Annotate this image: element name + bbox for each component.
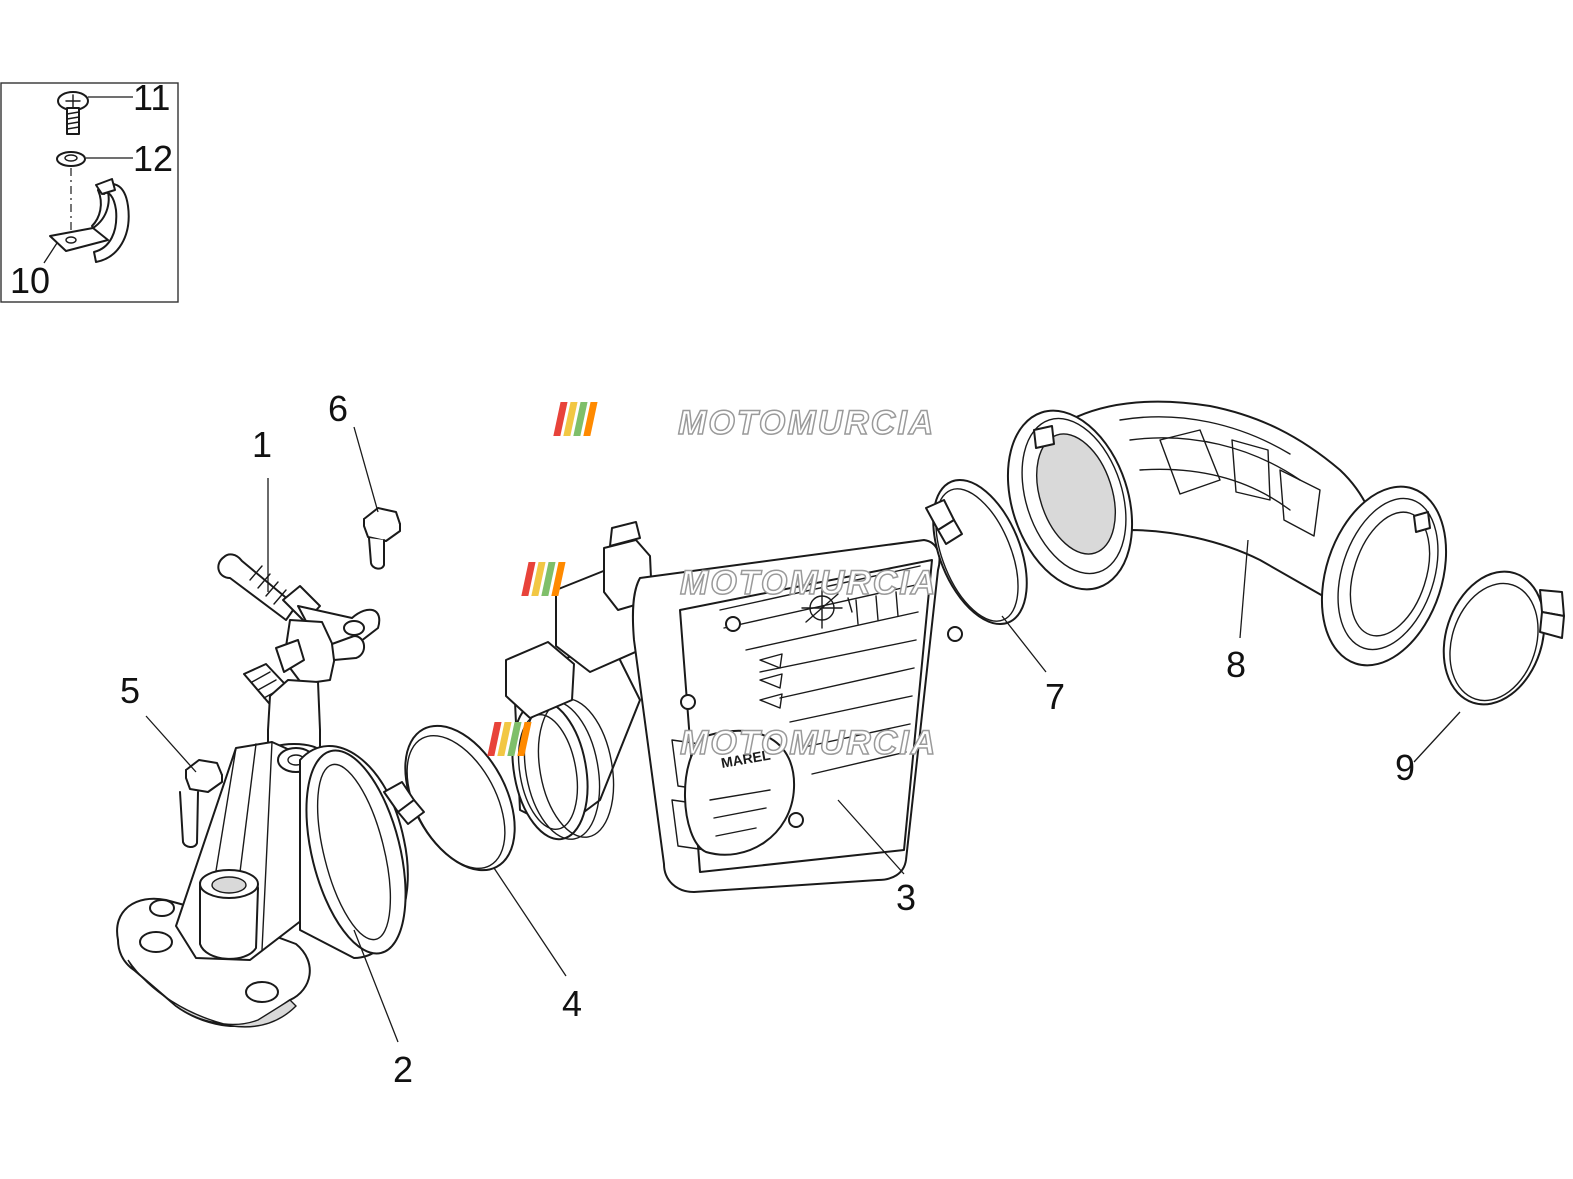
throttle-body-part: MAREL — [505, 521, 963, 893]
bracket-part — [49, 178, 130, 263]
leader-6 — [353, 426, 379, 513]
callout-7: 7 — [1045, 676, 1065, 717]
callout-12: 12 — [133, 138, 173, 179]
watermark-stripe — [541, 562, 556, 596]
watermark-stripe — [497, 722, 512, 756]
callout-6: 6 — [328, 388, 348, 429]
callout-2: 2 — [393, 1049, 413, 1090]
leader-3 — [837, 799, 905, 875]
hose-clamp-4-part — [383, 724, 516, 872]
fuel-injector-part — [217, 553, 381, 761]
leader-10 — [43, 242, 58, 264]
leader-2 — [353, 929, 399, 1043]
leader-9 — [1413, 711, 1461, 763]
callout-8: 8 — [1226, 644, 1246, 685]
callout-labels: 11 12 10 1 6 5 2 4 3 7 8 9 — [10, 77, 1415, 1090]
watermark-bottom: MOTOMURCIA — [487, 722, 937, 763]
watermark-text: MOTOMURCIA — [680, 724, 937, 762]
watermark-stripe — [563, 402, 578, 436]
leader-7 — [1001, 615, 1047, 673]
bolt-5-part — [179, 759, 223, 848]
watermark-middle: MOTOMURCIA — [521, 562, 937, 603]
screw-part — [57, 91, 89, 135]
watermark-stripe — [531, 562, 546, 596]
watermark-stripe — [573, 402, 588, 436]
callout-4: 4 — [562, 983, 582, 1024]
callout-1: 1 — [252, 424, 272, 465]
watermark-stripe — [583, 402, 598, 436]
watermark-stripe — [507, 722, 522, 756]
leader-lines — [145, 426, 1461, 1043]
watermark-stripe — [553, 402, 568, 436]
leader-8 — [1239, 539, 1249, 639]
leader-5 — [145, 715, 197, 773]
watermark-stripe — [487, 722, 502, 756]
watermark-text: MOTOMURCIA — [680, 564, 937, 602]
inset-frame — [0, 82, 179, 303]
watermark-stripe — [521, 562, 536, 596]
watermark-stripe — [517, 722, 532, 756]
leader-4 — [493, 867, 567, 977]
callout-3: 3 — [896, 877, 916, 918]
callout-5: 5 — [120, 670, 140, 711]
callout-10: 10 — [10, 260, 50, 301]
hose-clamp-7-part — [925, 478, 1028, 626]
inset-detail — [0, 82, 179, 303]
bolt-6-part — [363, 507, 401, 570]
hose-clamp-9-part — [1442, 570, 1565, 706]
watermark-top: MOTOMURCIA — [553, 402, 935, 443]
washer-part — [56, 151, 86, 167]
watermark-stripe — [551, 562, 566, 596]
callout-9: 9 — [1395, 747, 1415, 788]
intake-sleeve-part — [1006, 400, 1448, 667]
intake-manifold-part — [116, 741, 409, 1028]
watermark-text: MOTOMURCIA — [678, 404, 935, 442]
callout-11: 11 — [133, 77, 170, 118]
